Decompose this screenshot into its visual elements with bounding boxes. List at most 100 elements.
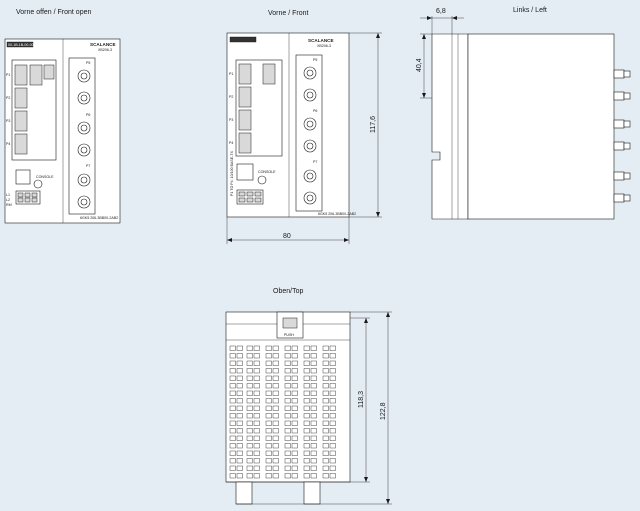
vent-slot <box>229 413 236 419</box>
dim-left-offset-label: 6,8 <box>436 8 446 15</box>
vent-slot <box>265 420 272 426</box>
vent-slot <box>236 428 243 434</box>
console-port-front-open <box>15 169 31 185</box>
vent-slot <box>253 413 260 419</box>
left-view: 6,8 40,4 <box>416 8 631 220</box>
vent-slot <box>310 383 317 389</box>
vent-slot <box>229 443 236 449</box>
rj45-ports-front <box>235 59 283 157</box>
vent-slot <box>265 405 272 411</box>
vent-slot <box>265 398 272 404</box>
vent-slot <box>246 443 253 449</box>
vent-slot <box>246 405 253 411</box>
vent-slot <box>253 345 260 351</box>
console-label-front-open: CONSOLE <box>36 175 54 179</box>
vent-slot <box>253 450 260 456</box>
vent-slot <box>291 398 298 404</box>
left-housing-rail <box>431 33 469 220</box>
vent-slot <box>291 405 298 411</box>
title-left: Links / Left <box>513 7 547 14</box>
front-port-p2-label: P2 <box>229 95 233 99</box>
top-view: PUSH 118,3 122,8 <box>225 311 392 505</box>
vent-slot <box>329 458 336 464</box>
vent-slot <box>236 443 243 449</box>
order-number-front-open: 6GK5 206-3BB00-2AB2 <box>80 216 118 220</box>
vent-slot <box>310 353 317 359</box>
vent-slot <box>265 458 272 464</box>
vent-slot <box>291 413 298 419</box>
vent-slot <box>303 450 310 456</box>
sfp-p7-label: P7 <box>86 164 90 168</box>
vent-slot <box>246 413 253 419</box>
vent-slot <box>329 428 336 434</box>
vent-slot <box>265 413 272 419</box>
vent-slot <box>272 450 279 456</box>
vent-slot <box>253 360 260 366</box>
vent-slot <box>246 383 253 389</box>
vent-slot <box>310 413 317 419</box>
vent-slot <box>310 458 317 464</box>
vent-slot <box>329 345 336 351</box>
sfp-p5-label: P5 <box>86 61 90 65</box>
vent-slot <box>291 368 298 374</box>
front-port-p3-label: P3 <box>229 118 233 122</box>
vent-slot <box>291 458 298 464</box>
vent-slot <box>303 413 310 419</box>
dim-front-height-label: 117,6 <box>370 116 377 133</box>
vent-slot <box>284 450 291 456</box>
vent-slot <box>284 345 291 351</box>
left-housing-body <box>467 33 615 220</box>
vent-slot <box>291 450 298 456</box>
vent-slot <box>303 405 310 411</box>
front-vertical-port-text: P1 TO P4: 10/100 BASE-TX <box>230 150 234 196</box>
rail-clip-left <box>235 481 253 505</box>
vent-slot <box>284 390 291 396</box>
vent-slot <box>229 473 236 479</box>
vent-slot <box>272 428 279 434</box>
vent-slot <box>272 375 279 381</box>
vent-slot <box>329 465 336 471</box>
vent-slot <box>236 450 243 456</box>
vent-slot <box>229 368 236 374</box>
vent-slot <box>329 413 336 419</box>
vent-slot <box>253 420 260 426</box>
vent-slot <box>265 428 272 434</box>
vent-slot <box>236 420 243 426</box>
vent-slot <box>291 360 298 366</box>
vent-slot <box>291 345 298 351</box>
vent-slot <box>265 360 272 366</box>
vent-slot <box>284 353 291 359</box>
port-p4-label: P4 <box>6 142 10 146</box>
vent-slot <box>229 435 236 441</box>
sfp-p6-label: P6 <box>86 113 90 117</box>
vent-slot <box>310 360 317 366</box>
port-p1-label: P1 <box>6 73 10 77</box>
console-port-front <box>236 163 254 181</box>
vent-slot <box>272 473 279 479</box>
front-port-p4-label: P4 <box>229 141 233 145</box>
vent-slot <box>303 420 310 426</box>
vent-slot <box>236 390 243 396</box>
vent-slot <box>229 458 236 464</box>
vent-slot <box>253 398 260 404</box>
vent-slot <box>265 345 272 351</box>
model-front-open: XB206-3 <box>98 48 112 52</box>
vent-slot <box>229 465 236 471</box>
vent-slot <box>272 398 279 404</box>
vent-slot <box>310 375 317 381</box>
vent-slot <box>284 405 291 411</box>
vent-slot <box>291 420 298 426</box>
vent-slot <box>329 353 336 359</box>
vent-slot <box>303 375 310 381</box>
front-sfp-p5-label: P5 <box>313 58 317 62</box>
vent-slot <box>246 353 253 359</box>
vent-slot <box>265 368 272 374</box>
vent-slot <box>329 375 336 381</box>
vent-slot <box>310 435 317 441</box>
vent-slot <box>236 465 243 471</box>
vent-slot <box>322 473 329 479</box>
dim-left-height-label: 40,4 <box>416 58 423 72</box>
vent-slot <box>329 360 336 366</box>
vent-slot <box>310 368 317 374</box>
brand-front-open: SCALANCE <box>90 42 116 47</box>
